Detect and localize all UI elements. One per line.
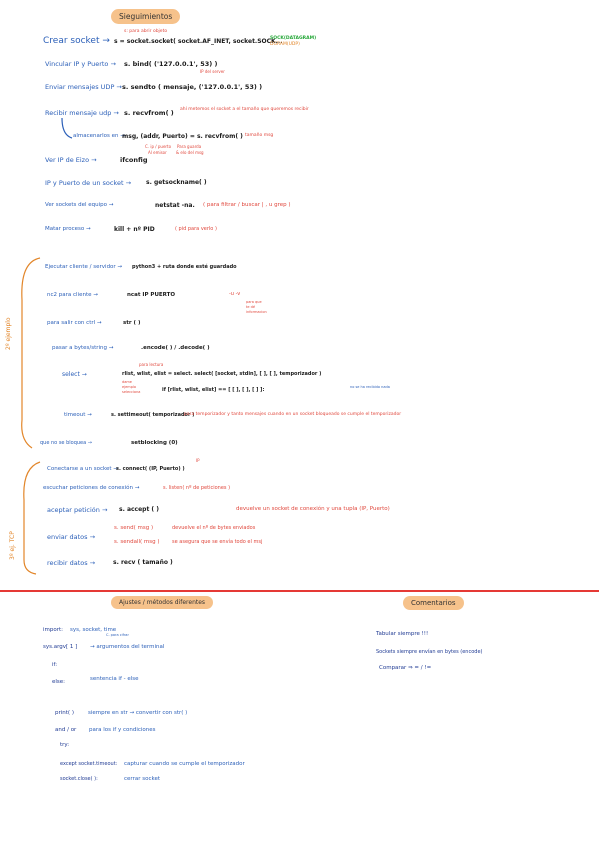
row-subnote: selecciona <box>122 390 141 394</box>
row-label: Recibir mensaje udp → <box>45 109 119 117</box>
row-code: kill + nº PID <box>114 226 155 233</box>
row-note: para lectura <box>139 362 164 367</box>
row-subnote: informacion <box>246 310 267 314</box>
comment-line: Comparar ⇒ = / != <box>379 665 432 671</box>
row-code: s. bind( ('127.0.0.1', 53) ) <box>124 60 218 68</box>
row-code: python3 + ruta donde esté guardado <box>132 264 237 270</box>
row-code: s. connect( (IP, Puerto) ) <box>116 466 185 472</box>
row-label: enviar datos → <box>47 533 96 541</box>
bottom-row-label: and / or <box>55 727 77 733</box>
row-note: para temporizador y tanto mensajes cuand… <box>184 412 402 417</box>
row-label: IP y Puerto de un socket → <box>45 179 132 187</box>
bottom-row-note: C. para cifrar <box>106 633 129 637</box>
row-note: devuelve el nº de bytes enviados <box>172 525 256 531</box>
row-code-2: if [rlist, wlist, elist] == [ [ ], [ ], … <box>162 387 265 393</box>
row-label: Crear socket → <box>43 36 110 46</box>
row-code: msg, (addr, Puerto) = s. recvfrom( ) <box>122 133 243 140</box>
bottom-row-label: import: <box>43 627 64 633</box>
row-code: ifconfig <box>120 156 148 164</box>
row-note: -u -v <box>229 291 241 297</box>
bottom-row-label: sys.argv[ 1 ] <box>43 644 78 650</box>
bottom-row-label: try: <box>60 742 70 748</box>
section-title-comentarios: Comentarios <box>403 596 464 610</box>
row-label: timeout → <box>64 412 92 418</box>
comment-line: Tabular siempre !!! <box>376 631 429 637</box>
row-note: IP del server <box>200 69 225 74</box>
row-subnote: para que <box>246 300 262 304</box>
row-code: rlist, wlist, elist = select. select( [s… <box>122 371 322 377</box>
row-label: Conectarse a un socket → <box>47 466 118 472</box>
row-note: IP <box>196 458 200 463</box>
row-code: s. accept ( ) <box>119 506 159 513</box>
row-label: Matar proceso → <box>45 226 91 232</box>
row-subnote: ejemplo <box>122 385 137 389</box>
bottom-row-code: sentencia if - else <box>90 676 139 682</box>
bottom-row-code: capturar cuando se cumple el temporizado… <box>124 761 245 767</box>
row-subnote: C. ip / puerto <box>145 144 172 149</box>
row-code: netstat -na. <box>155 202 195 209</box>
bottom-row-code: sys, socket, time <box>70 627 117 633</box>
row-note-green: SOCK(DATAGRAM) <box>270 36 317 41</box>
row-note: ahí metemos el socket a el tamaño que qu… <box>180 107 309 112</box>
row-label: almacenarlos en → <box>73 133 125 139</box>
row-code: .encode( ) / .decode( ) <box>141 345 210 351</box>
row-subnote: te dé <box>246 305 256 309</box>
row-label: Ejecutar cliente / servidor → <box>45 264 123 270</box>
row-label: recibir datos → <box>47 559 96 567</box>
row-code: str ( ) <box>123 320 141 326</box>
row-label: select → <box>62 371 87 378</box>
row-code: s. getsockname( ) <box>146 179 207 186</box>
row-subnote: Para guarda <box>177 144 202 149</box>
row-label: nc2 para cliente → <box>47 292 98 298</box>
row-code: s. settimeout( temporizador ) <box>111 412 195 418</box>
row-code: s = socket.socket( socket.AF_INET, socke… <box>114 38 283 45</box>
row-label: pasar a bytes/string → <box>52 345 114 351</box>
row-code: s. sendto ( mensaje, ('127.0.0.1', 53) ) <box>122 83 263 91</box>
row-note: ( pid para verlo ) <box>175 226 217 232</box>
row-code-2: s. sendall( msg ) <box>114 539 160 545</box>
red-separator-line <box>0 590 599 592</box>
row-subnote: dame <box>122 380 132 384</box>
section-title-ajustes: Ajustes / métodos diferentes <box>111 596 214 609</box>
row-note-orange: DGRAM(UDP) <box>270 42 300 47</box>
bottom-row-label: print( ) <box>55 710 74 716</box>
row-label: Vincular IP y Puerto → <box>45 60 116 68</box>
row-note: ( para filtrar / buscar | , u grep ) <box>203 202 291 208</box>
section-title-seguimientos: Sieguimientos <box>111 9 181 24</box>
bottom-row-code: cerrar socket <box>124 776 160 782</box>
row-label: Ver sockets del equipo → <box>45 202 114 208</box>
side-label: 3º ej. TCP <box>9 531 16 560</box>
comment-line: Sockets siempre envían en bytes (encode) <box>376 649 483 655</box>
row-code: s. recvfrom( ) <box>124 109 174 117</box>
bottom-row-code: para los if y condiciones <box>89 727 156 733</box>
row-note: s: para abrir objeto <box>124 29 168 34</box>
bottom-row-label: socket.close( ): <box>60 776 98 782</box>
bottom-row-label: except socket.timeout: <box>60 761 118 767</box>
bottom-row-label: if: <box>52 662 58 668</box>
row-code: ncat IP PUERTO <box>127 292 176 298</box>
bottom-row-code: → argumentos del terminal <box>90 644 165 650</box>
row-note-blue: no se ha recibido nada <box>350 385 390 389</box>
row-label: Ver IP de Eizo → <box>45 156 97 164</box>
side-label: 2º ejemplo <box>5 317 12 350</box>
bottom-row-code: siempre en str → convertir con str( ) <box>88 710 188 716</box>
row-label: que no se bloquea → <box>40 440 92 446</box>
row-code: s. send( msg ) <box>114 525 154 531</box>
row-code: s. recv ( tamaño ) <box>113 559 173 566</box>
bottom-row-label: else: <box>52 679 66 685</box>
row-note: tamaño msg <box>245 133 274 138</box>
row-label: aceptar petición → <box>47 506 108 514</box>
row-subnote: & elo del msg <box>176 150 204 155</box>
row-label: para salir con ctrl → <box>47 320 102 326</box>
row-note-2: se asegura que se envía todo el msj <box>172 539 263 545</box>
row-code: s. listen( nº de peticiones ) <box>163 485 231 491</box>
row-code: setblocking (0) <box>131 440 178 446</box>
row-subnote: Al emisor <box>148 150 167 155</box>
row-label: escuchar peticiones de conexión → <box>43 485 140 491</box>
row-note: devuelve un socket de conexión y una tup… <box>236 506 390 512</box>
row-label: Enviar mensajes UDP → <box>45 83 122 91</box>
